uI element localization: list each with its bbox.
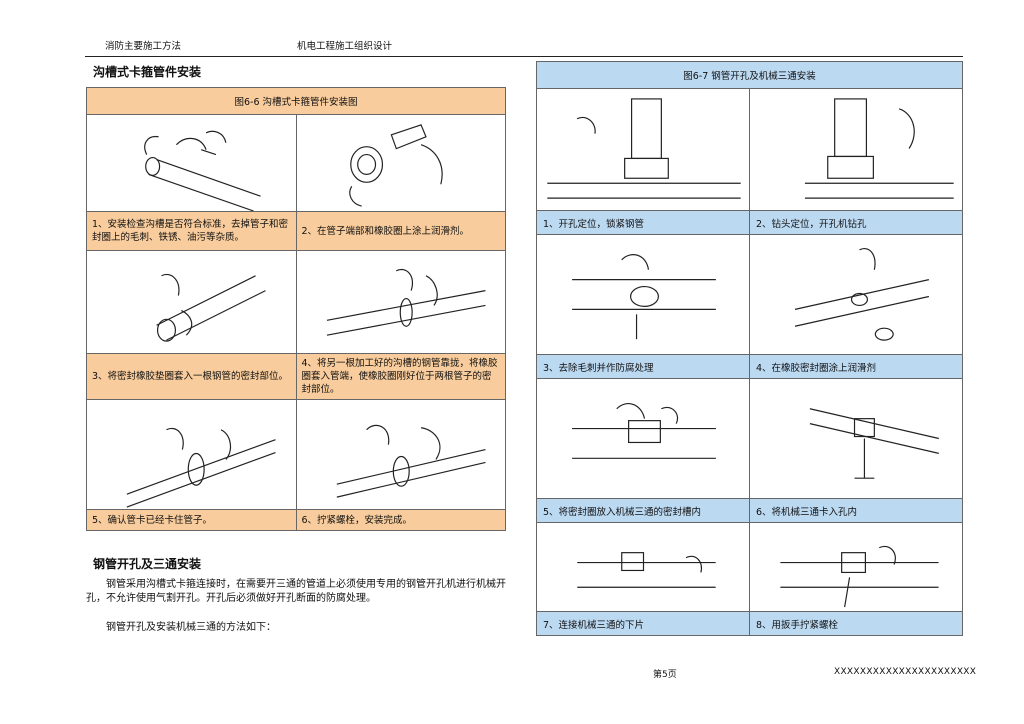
illustration-drill-hole <box>804 98 954 199</box>
illustration-cell <box>536 378 750 499</box>
illustration-cell <box>536 522 750 612</box>
groove-coupling-table: 图6-6 沟槽式卡箍管件安装图 <box>86 87 506 531</box>
illustration-cell <box>295 399 506 510</box>
section-title-pipe-tapping: 钢管开孔及三通安装 <box>93 557 202 571</box>
illustration-insert-tee <box>809 408 939 479</box>
illustration-place-seal <box>572 403 716 459</box>
illustration-cell <box>86 250 297 354</box>
figure-caption-6-6: 图6-6 沟槽式卡箍管件安装图 <box>86 87 506 115</box>
illustration-cell <box>295 250 506 354</box>
illustration-connect-lower <box>577 552 716 588</box>
step-text: 2、在管子端部和橡胶圈上涂上润滑剂。 <box>295 211 506 251</box>
step-text: 6、拧紧螺栓，安装完成。 <box>295 509 506 531</box>
illustration-cell <box>749 234 963 355</box>
illustration-deburr <box>572 254 716 340</box>
illustration-gasket-on-pipe <box>156 273 266 342</box>
paragraph-steps-intro: 钢管开孔及安装机械三通的方法如下： <box>106 622 276 633</box>
illustration-cell <box>86 399 297 510</box>
step-text: 8、用扳手拧紧螺栓 <box>749 611 963 636</box>
illustration-join-pipes <box>326 269 486 336</box>
illustration-tighten-bolts <box>336 424 486 498</box>
step-text: 5、确认管卡已经卡住管子。 <box>86 509 297 531</box>
step-text: 4、将另一根加工好的沟槽的钢管靠拢，将橡胶圈套入管端，使橡胶圈刚好位于两根管子的… <box>295 353 506 400</box>
paragraph-method: 钢管采用沟槽式卡箍连接时，在需要开三通的管道上必须使用专用的钢管开孔机进行机械开… <box>86 579 506 604</box>
illustration-lubricate <box>348 124 443 207</box>
page-number: 第5页 <box>653 670 677 680</box>
step-text: 2、钻头定位，开孔机钻孔 <box>749 210 963 235</box>
illustration-wrench-tighten <box>780 545 939 608</box>
illustration-lubricate-seal <box>794 248 930 341</box>
illustration-cell <box>749 378 963 499</box>
illustration-position-tapping <box>547 98 741 199</box>
illustration-confirm-clamp <box>126 427 276 508</box>
step-text: 3、将密封橡胶垫圈套入一根钢管的密封部位。 <box>86 353 297 400</box>
step-text: 5、将密封圈放入机械三通的密封槽内 <box>536 498 750 523</box>
document-code: XXXXXXXXXXXXXXXXXXXXXX <box>834 667 977 677</box>
step-text: 1、安装检查沟槽是否符合标准，去掉管子和密封圈上的毛刺、铁锈、油污等杂质。 <box>86 211 297 251</box>
illustration-cell <box>536 88 750 211</box>
illustration-cell <box>86 114 297 212</box>
step-text: 6、将机械三通卡入孔内 <box>749 498 963 523</box>
header-center-text: 机电工程施工组织设计 <box>297 41 393 52</box>
figure-caption-6-7: 图6-7 钢管开孔及机械三通安装 <box>536 61 963 89</box>
step-text: 4、在橡胶密封圈涂上润滑剂 <box>749 354 963 379</box>
illustration-inspect-pipe <box>144 130 261 211</box>
section-title-groove-coupling: 沟槽式卡箍管件安装 <box>93 65 202 79</box>
step-text: 1、开孔定位，锁紧钢管 <box>536 210 750 235</box>
illustration-cell <box>749 522 963 612</box>
header-left-text: 消防主要施工方法 <box>105 41 182 52</box>
step-text: 7、连接机械三通的下片 <box>536 611 750 636</box>
illustration-cell <box>295 114 506 212</box>
illustration-cell <box>536 234 750 355</box>
pipe-tapping-table: 图6-7 钢管开孔及机械三通安装 <box>536 61 963 636</box>
step-text: 3、去除毛刺并作防腐处理 <box>536 354 750 379</box>
header-divider <box>85 56 963 57</box>
illustration-cell <box>749 88 963 211</box>
